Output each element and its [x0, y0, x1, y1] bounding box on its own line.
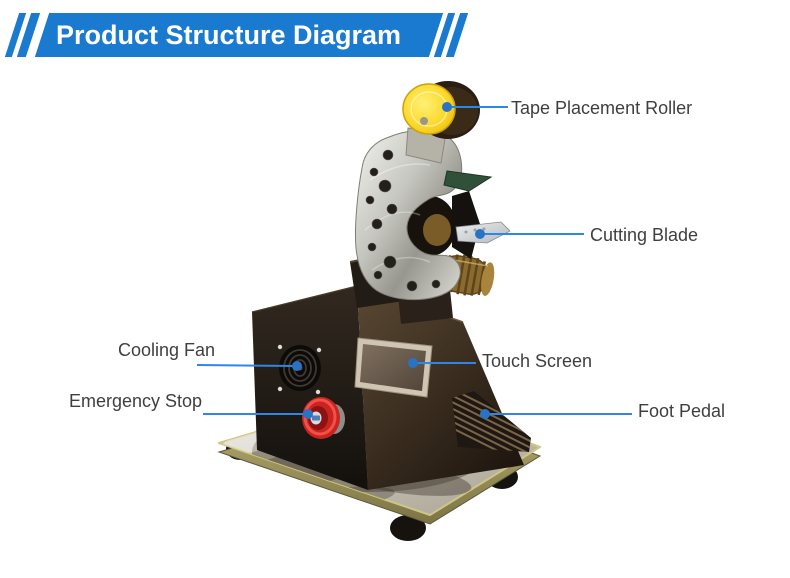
machine-head [349, 81, 511, 324]
leader-line-touch-screen [408, 358, 476, 368]
touch-screen [354, 337, 433, 398]
leader-line-foot-pedal [480, 409, 632, 419]
leader-line-emergency-stop [203, 409, 313, 419]
label-touch-screen: Touch Screen [482, 351, 593, 371]
emergency-stop-button [302, 397, 345, 439]
leader-line-tape-placement-roller [442, 102, 508, 112]
leader-line-cutting-blade [475, 229, 584, 239]
label-cooling-fan: Cooling Fan [118, 340, 216, 360]
label-foot-pedal: Foot Pedal [638, 401, 726, 421]
page-title: Product Structure Diagram [56, 20, 402, 50]
label-emergency-stop: Emergency Stop [69, 391, 203, 411]
plate-holes [365, 149, 441, 292]
leader-line-cooling-fan [196, 361, 302, 371]
label-tape-placement-roller: Tape Placement Roller [511, 98, 693, 118]
tape-placement-roller [402, 81, 480, 139]
label-cutting-blade: Cutting Blade [590, 225, 699, 245]
